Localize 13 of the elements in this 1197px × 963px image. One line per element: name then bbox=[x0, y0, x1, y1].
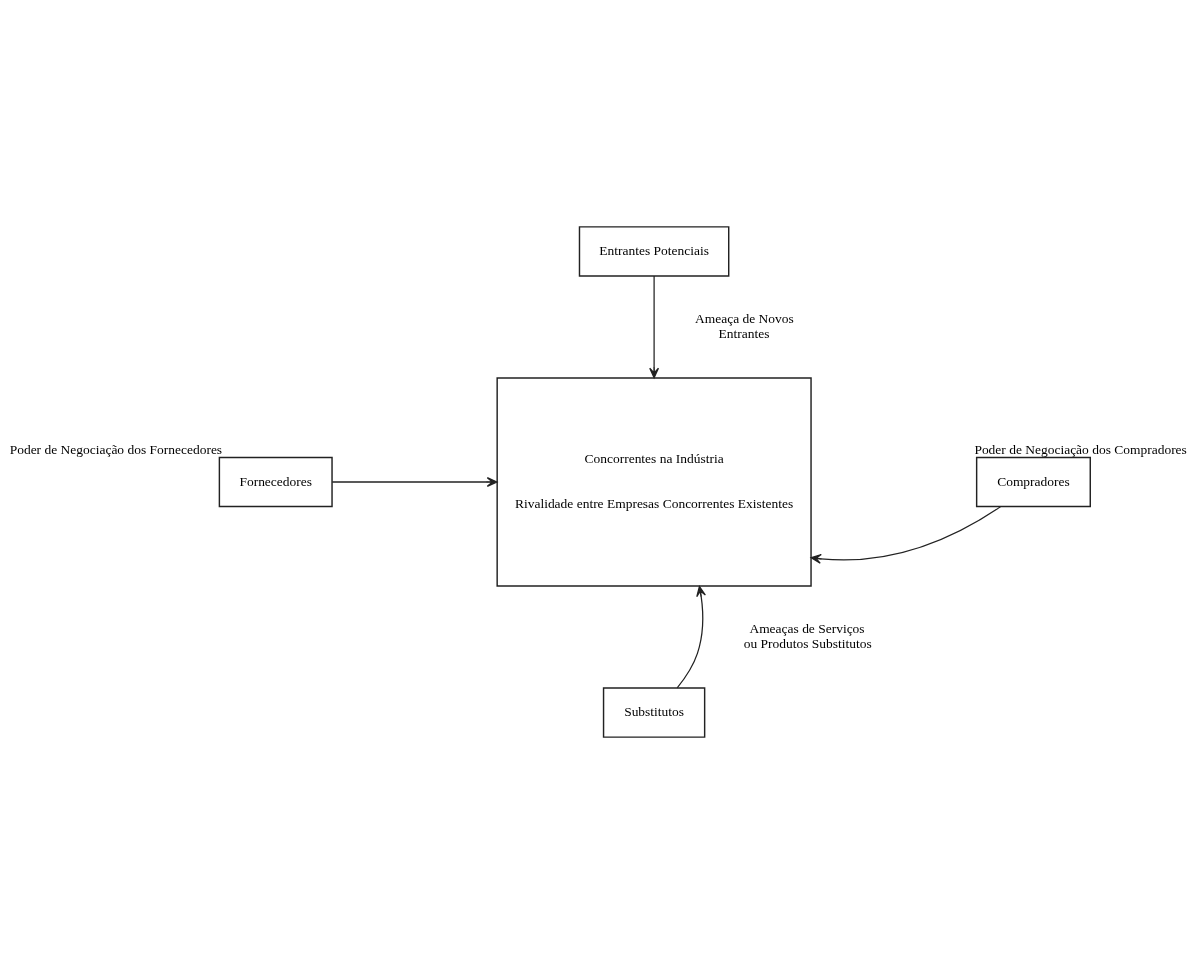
node-box: Concorrentes na Indústria Rivalidade entre Empresas Concorrentes Existentes bbox=[496, 376, 812, 587]
node-label: Poder de Negociação dos Compradores bbox=[974, 441, 1187, 457]
arrow bbox=[810, 505, 1002, 564]
arrow bbox=[676, 585, 706, 688]
edge-label: Ameaças de Serviços ou Produtos Substitutos bbox=[743, 620, 872, 651]
node-label: Poder de Negociação dos Fornecedores bbox=[9, 441, 223, 457]
node-box: Entrantes Potenciais bbox=[578, 225, 730, 277]
arrow bbox=[331, 476, 498, 487]
node-box: Compradores bbox=[975, 456, 1091, 507]
arrow bbox=[649, 274, 660, 378]
edge-label: Ameaça de Novos Entrantes bbox=[695, 310, 794, 341]
node-box: Substitutos bbox=[602, 686, 706, 738]
node-box: Fornecedores bbox=[218, 456, 333, 507]
